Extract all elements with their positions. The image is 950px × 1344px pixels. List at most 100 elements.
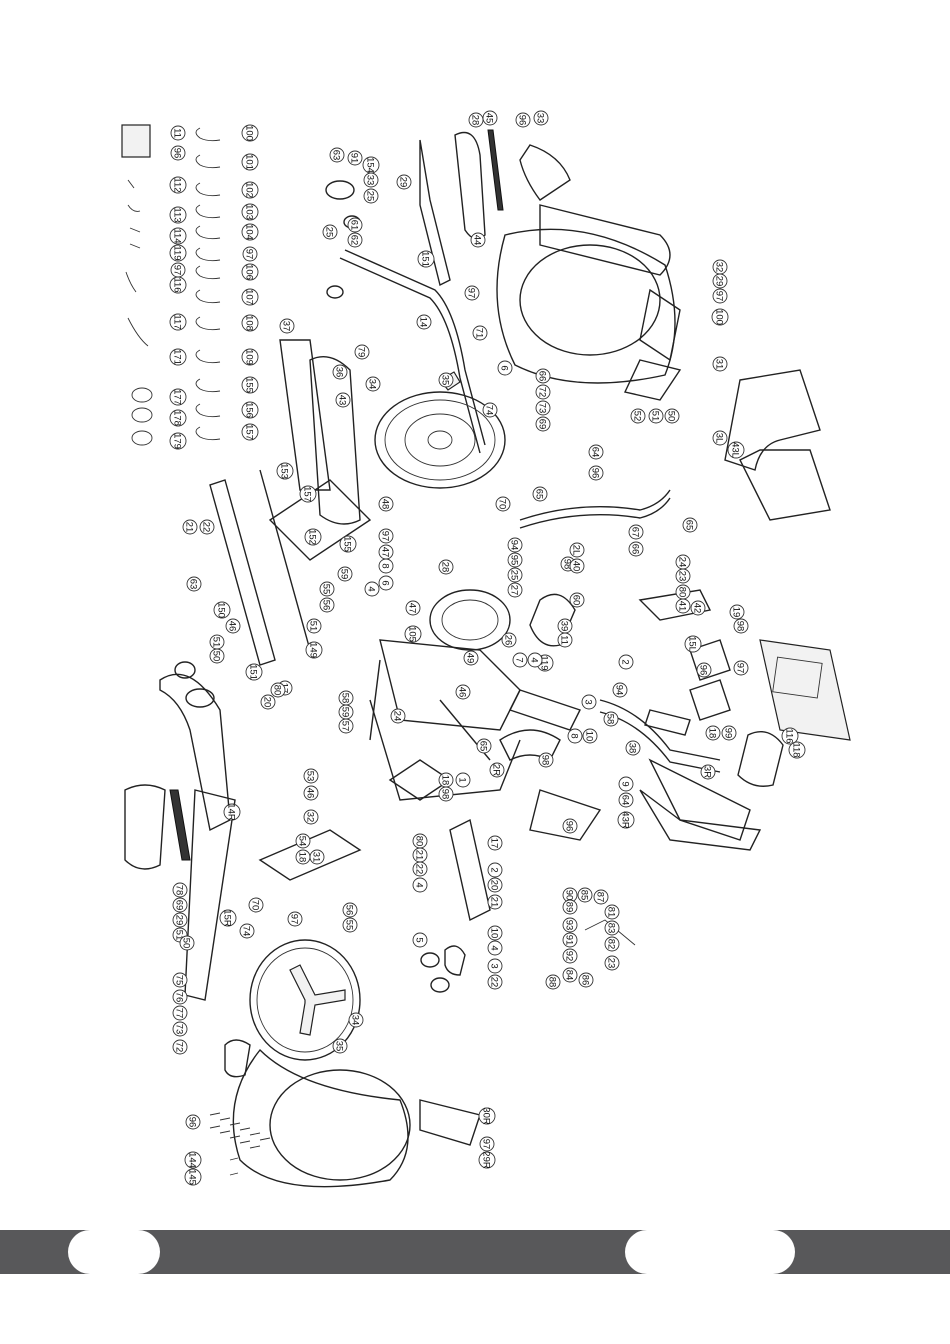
callout-circle (342, 902, 358, 918)
callout-number: 80 (677, 587, 688, 598)
callout-60: 60 (569, 592, 585, 608)
callout-circle (241, 288, 259, 306)
callout-circle (625, 740, 641, 756)
callout-number: 155 (244, 377, 255, 393)
callout-number: 51 (308, 621, 319, 632)
callout-number: 4 (489, 945, 500, 950)
callout-116: 116 (781, 727, 799, 745)
callout-97: 97 (733, 660, 749, 676)
callout-24: 24 (390, 708, 406, 724)
callout-circle (225, 618, 241, 634)
callout-69: 69 (535, 416, 551, 432)
callout-number: 47 (380, 547, 391, 558)
callout-circle (241, 263, 259, 281)
callout-28: 28 (468, 112, 484, 128)
callout-circle (487, 974, 503, 990)
callout-number: 177 (172, 389, 183, 405)
callout-circle (241, 181, 259, 199)
callout-circle (169, 409, 187, 427)
callout-circle (342, 917, 358, 933)
callout-circle (675, 568, 691, 584)
callout-112: 112 (169, 176, 187, 194)
callout-21: 21 (412, 847, 428, 863)
callout-59: 59 (337, 566, 353, 582)
callout-number: 25 (365, 191, 376, 202)
callout-circle (562, 967, 578, 983)
callout-90: 90 (562, 887, 578, 903)
callout-28: 28 (438, 559, 454, 575)
callout-circle (404, 625, 422, 643)
callout-circle (593, 889, 609, 905)
callout-40: 40 (569, 558, 585, 574)
callout-circle (169, 388, 187, 406)
callout-80: 80 (270, 682, 286, 698)
callout-number: 30R (481, 1107, 492, 1125)
callout-number: 104 (244, 224, 255, 240)
callout-circle (295, 833, 311, 849)
callout-number: 91 (564, 935, 575, 946)
callout-circle (545, 974, 561, 990)
callout-92: 92 (562, 948, 578, 964)
callout-3: 3 (487, 958, 503, 974)
callout-155: 155 (339, 535, 357, 553)
callout-50: 50 (209, 648, 225, 664)
callout-29R: 29R (478, 1151, 496, 1169)
callout-number: 45 (484, 113, 495, 124)
callout-number: 29 (714, 276, 725, 287)
callout-17: 17 (487, 835, 503, 851)
callout-2L: 2L (569, 542, 585, 558)
section-tab (625, 1230, 795, 1274)
callout-number: 179 (172, 433, 183, 449)
callout-circle (303, 809, 319, 825)
callout-94: 94 (507, 537, 523, 553)
callout-number: 70 (497, 499, 508, 510)
callout-number: 51 (650, 411, 661, 422)
callout-number: 32 (714, 262, 725, 273)
callout-42: 42 (690, 600, 706, 616)
callout-number: 65 (534, 489, 545, 500)
callout-151: 151 (245, 663, 263, 681)
callout-number: 86 (580, 975, 591, 986)
callout-circle (172, 1039, 188, 1055)
callout-number: 97 (735, 663, 746, 674)
callout-number: 33 (535, 113, 546, 124)
callout-number: 178 (172, 410, 183, 426)
callout-circle (569, 542, 585, 558)
callout-circle (182, 519, 198, 535)
callout-number: 117 (172, 314, 183, 329)
callout-circle (569, 558, 585, 574)
callout-number: 153 (279, 463, 290, 479)
callout-circle (396, 174, 412, 190)
callout-23: 23 (675, 568, 691, 584)
callout-11: 11 (170, 125, 186, 141)
callout-circle (562, 948, 578, 964)
callout-number: 97 (244, 249, 255, 260)
callout-number: 55 (321, 584, 332, 595)
callout-number: 145 (187, 1169, 198, 1185)
callout-circle (535, 384, 551, 400)
callout-31: 31 (712, 356, 728, 372)
callout-circle (712, 288, 728, 304)
callout-number: 33 (365, 175, 376, 186)
callout-50: 50 (664, 408, 680, 424)
callout-circle (721, 725, 737, 741)
callout-156: 156 (241, 401, 259, 419)
callout-number: 107 (244, 289, 255, 305)
callout-number: 6 (380, 580, 391, 585)
callout-circle (507, 582, 523, 598)
callout-circle (535, 416, 551, 432)
callout-number: 4 (529, 657, 540, 662)
callout-number: 152 (307, 529, 318, 545)
callout-circle (347, 232, 363, 248)
callout-number: 61 (349, 220, 360, 231)
callout-circle (664, 408, 680, 424)
callout-4: 4 (527, 652, 543, 668)
callout-84: 84 (562, 967, 578, 983)
callout-number: 100 (714, 309, 725, 325)
callout-57: 57 (338, 718, 354, 734)
callout-151: 151 (417, 250, 435, 268)
callout-circle (329, 147, 345, 163)
callout-number: 10 (584, 731, 595, 742)
callout-circle (630, 408, 646, 424)
callout-circle (241, 203, 259, 221)
